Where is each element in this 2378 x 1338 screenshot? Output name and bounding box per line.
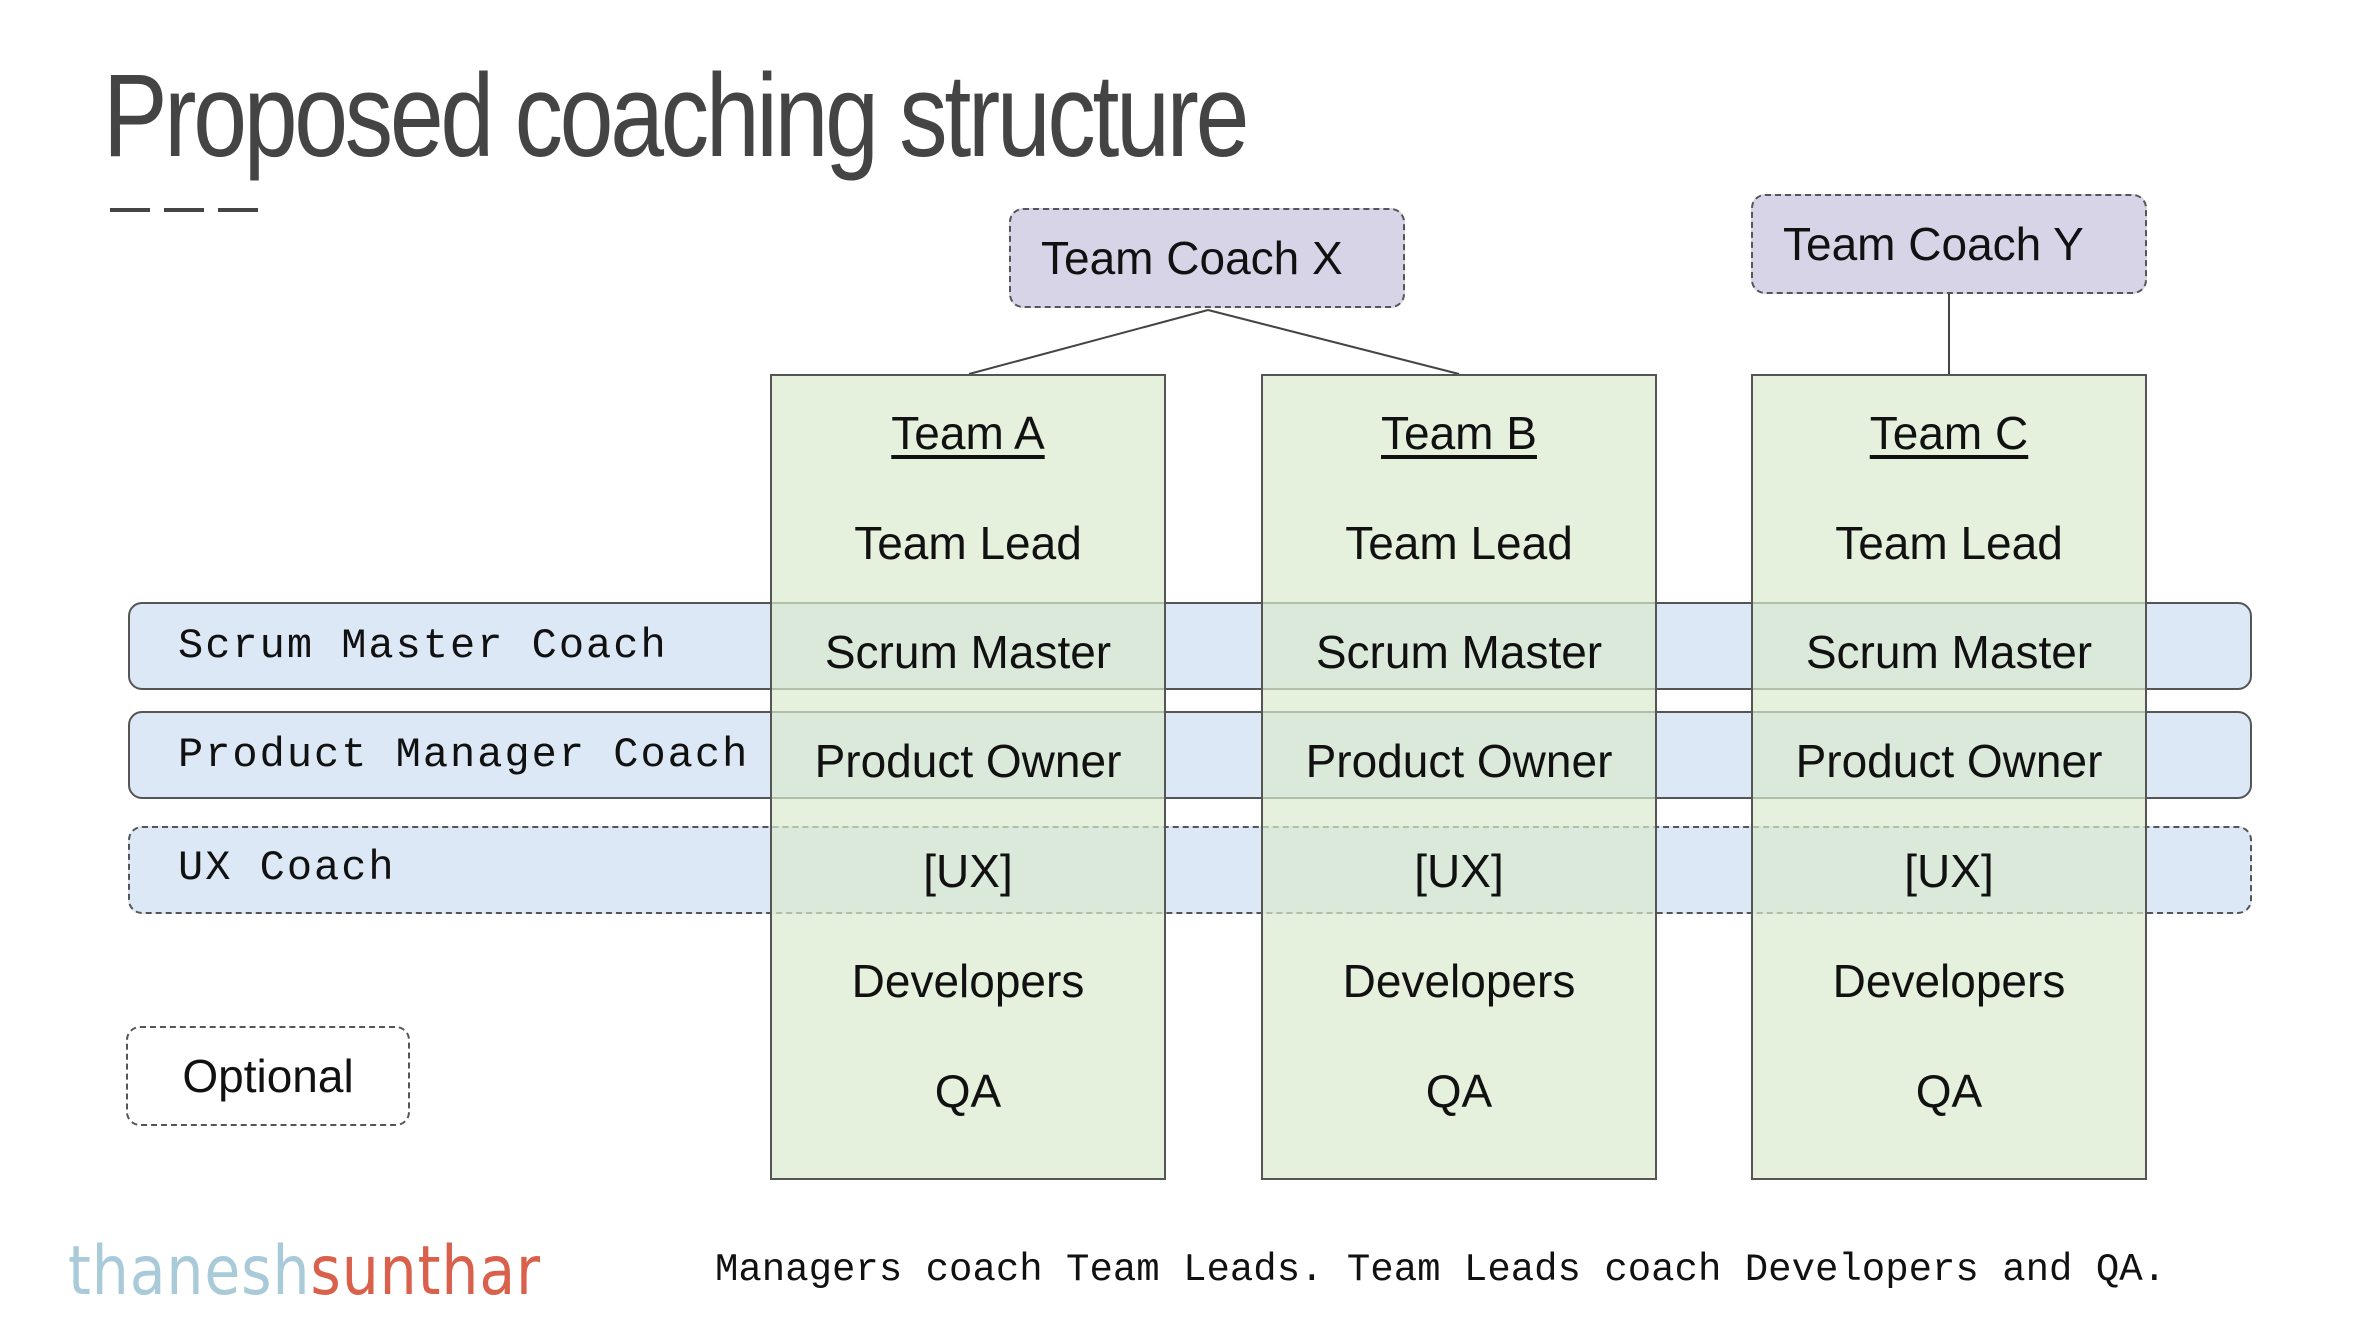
role-ux: [UX] xyxy=(1414,845,1504,897)
coach-box-x: Team Coach X xyxy=(1009,208,1405,308)
band-label-product-manager-coach: Product Manager Coach xyxy=(178,731,750,779)
title-underline-dash-2 xyxy=(164,208,204,212)
brand-part-1: thanesh xyxy=(68,1232,311,1311)
role-ux: [UX] xyxy=(1904,845,1994,897)
role-scrum-master: Scrum Master xyxy=(1805,626,2093,678)
role-developers: Developers xyxy=(851,955,1085,1007)
connector-coach-x-team-b xyxy=(1207,309,1460,375)
role-team-lead: Team Lead xyxy=(854,517,1082,569)
team-name: Team A xyxy=(891,407,1045,459)
role-developers: Developers xyxy=(1342,955,1576,1007)
title-underline-dash-3 xyxy=(218,208,258,212)
caption: Managers coach Team Leads. Team Leads co… xyxy=(715,1248,2167,1292)
team-name: Team B xyxy=(1381,407,1537,459)
role-qa: QA xyxy=(934,1065,1002,1117)
role-product-owner: Product Owner xyxy=(1795,735,2103,787)
title-underline-dash-1 xyxy=(110,208,150,212)
team-column-c: Team C Team Lead Scrum Master Product Ow… xyxy=(1751,374,2147,1180)
role-qa: QA xyxy=(1425,1065,1493,1117)
band-label-ux-coach: UX Coach xyxy=(178,844,396,892)
role-scrum-master: Scrum Master xyxy=(1315,626,1603,678)
team-column-a: Team A Team Lead Scrum Master Product Ow… xyxy=(770,374,1166,1180)
role-product-owner: Product Owner xyxy=(814,735,1122,787)
connector-coach-x-team-a xyxy=(968,309,1209,375)
role-ux: [UX] xyxy=(923,845,1013,897)
coach-box-y: Team Coach Y xyxy=(1751,194,2147,294)
team-column-b: Team B Team Lead Scrum Master Product Ow… xyxy=(1261,374,1657,1180)
brand-part-2: sunthar xyxy=(310,1232,541,1311)
role-team-lead: Team Lead xyxy=(1345,517,1573,569)
role-developers: Developers xyxy=(1832,955,2066,1007)
role-scrum-master: Scrum Master xyxy=(824,626,1112,678)
team-name: Team C xyxy=(1869,407,2029,459)
role-qa: QA xyxy=(1915,1065,1983,1117)
role-team-lead: Team Lead xyxy=(1835,517,2063,569)
legend-optional: Optional xyxy=(126,1026,410,1126)
page-title: Proposed coaching structure xyxy=(103,50,1249,182)
band-label-scrum-master-coach: Scrum Master Coach xyxy=(178,622,668,670)
brand-logo: thaneshsunthar xyxy=(68,1232,541,1311)
role-product-owner: Product Owner xyxy=(1305,735,1613,787)
